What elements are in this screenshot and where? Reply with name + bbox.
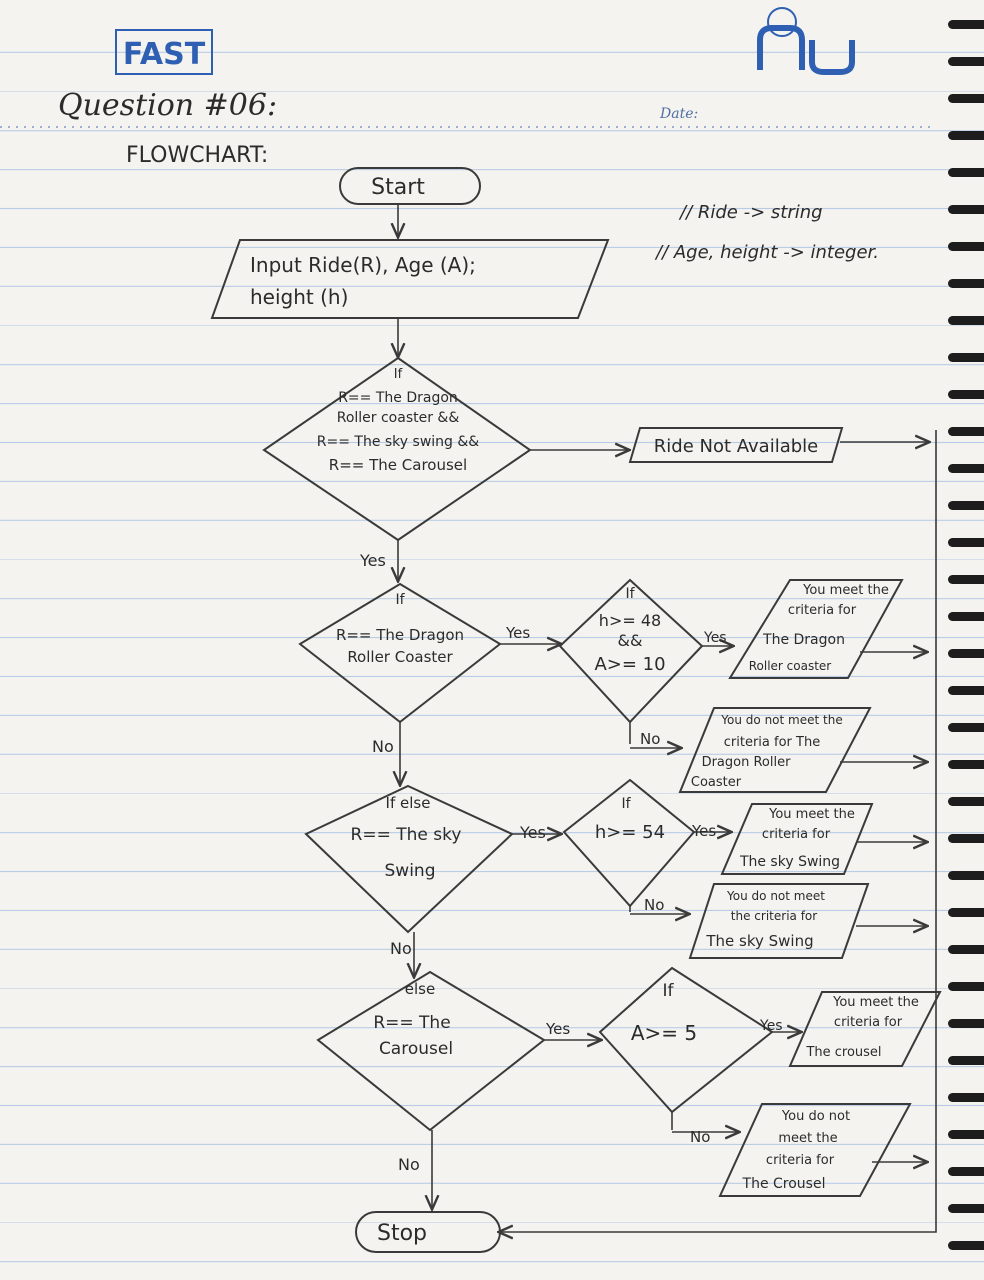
label-yes-dragon: Yes <box>505 624 530 642</box>
svg-text:If else: If else <box>386 794 431 812</box>
return-bus <box>500 430 937 1232</box>
output-carousel-yes: You meet the criteria for The crousel <box>788 991 942 1067</box>
svg-text:You do not meet: You do not meet <box>726 889 825 903</box>
label-yes-dragon-crit: Yes <box>703 630 727 646</box>
svg-text:criteria for: criteria for <box>762 827 831 842</box>
svg-text:You do not: You do not <box>781 1109 850 1124</box>
ride-not-available-output: Ride Not Available <box>628 427 844 463</box>
svg-text:You meet the: You meet the <box>768 807 855 822</box>
svg-text:the criteria for: the criteria for <box>731 909 817 923</box>
svg-text:R== The Dragon: R== The Dragon <box>336 626 464 644</box>
svg-text:R== The sky: R== The sky <box>351 825 462 845</box>
label-no-dragon-crit: No <box>640 730 660 748</box>
svg-text:&&: && <box>618 631 643 650</box>
question-title: Question #06: <box>58 88 277 123</box>
university-logo <box>757 7 855 75</box>
svg-text:meet the: meet the <box>778 1131 837 1146</box>
date-label: Date: <box>659 106 698 122</box>
svg-text:You meet the: You meet the <box>832 995 919 1010</box>
svg-text:Roller coaster: Roller coaster <box>749 659 832 673</box>
decision-dragon: If R== The Dragon Roller Coaster <box>298 582 502 724</box>
label-yes-carousel: Yes <box>545 1020 570 1038</box>
decision-dragon-criteria: If h>= 48 && A>= 10 <box>558 578 704 724</box>
svg-text:h>= 48: h>= 48 <box>599 611 661 630</box>
svg-text:The Dragon: The Dragon <box>762 632 845 648</box>
label-no-sky: No <box>390 939 412 958</box>
input-parallelogram: Input Ride(R), Age (A); height (h) <box>210 239 610 319</box>
input-line-2: height (h) <box>250 285 348 309</box>
svg-text:Carousel: Carousel <box>379 1039 453 1059</box>
svg-text:A>= 5: A>= 5 <box>631 1021 697 1045</box>
svg-text:If: If <box>394 367 403 382</box>
svg-text:The sky Swing: The sky Swing <box>705 932 813 950</box>
decision-carousel: else R== The Carousel <box>316 970 546 1132</box>
svg-text:The Crousel: The Crousel <box>742 1176 826 1192</box>
svg-text:R== The: R== The <box>373 1013 450 1033</box>
svg-text:If: If <box>663 981 675 1001</box>
output-sky-no: You do not meet the criteria for The sky… <box>688 883 870 959</box>
logo-text: FAST <box>123 37 206 72</box>
note-line-2: // Age, height -> integer. <box>654 242 879 263</box>
svg-text:Ride Not Available: Ride Not Available <box>654 436 818 457</box>
svg-text:Swing: Swing <box>385 861 436 881</box>
svg-text:else: else <box>405 980 435 998</box>
svg-text:criteria for The: criteria for The <box>724 735 820 750</box>
fast-logo: FAST <box>115 29 213 75</box>
label-yes-sky-crit: Yes <box>691 822 716 840</box>
start-terminal: Start <box>339 167 481 205</box>
svg-text:h>= 54: h>= 54 <box>595 822 665 843</box>
svg-text:Roller Coaster: Roller Coaster <box>347 648 453 666</box>
output-dragon-yes: You meet the criteria for The Dragon Rol… <box>728 579 904 679</box>
label-no-sky-crit: No <box>644 896 664 914</box>
svg-text:A>= 10: A>= 10 <box>594 654 665 675</box>
svg-text:If: If <box>625 586 635 602</box>
svg-text:criteria for: criteria for <box>788 603 857 618</box>
svg-text:criteria for: criteria for <box>834 1015 903 1030</box>
svg-text:criteria for: criteria for <box>766 1153 835 1168</box>
svg-text:R== The Dragon: R== The Dragon <box>338 390 458 406</box>
decision-main: If R== The Dragon Roller coaster && R== … <box>262 356 532 542</box>
svg-text:Coaster: Coaster <box>691 775 742 790</box>
input-line-1: Input Ride(R), Age (A); <box>250 253 476 277</box>
output-sky-yes: You meet the criteria for The sky Swing <box>720 803 874 875</box>
svg-text:If: If <box>621 796 631 812</box>
label-no-carousel-crit: No <box>690 1128 710 1146</box>
svg-text:Roller coaster &&: Roller coaster && <box>337 410 460 426</box>
label-yes-carousel-crit: Yes <box>759 1018 783 1034</box>
stop-terminal: Stop <box>355 1211 501 1253</box>
output-carousel-no: You do not meet the criteria for The Cro… <box>718 1103 912 1197</box>
svg-text:Start: Start <box>371 175 425 200</box>
svg-text:R== The sky swing &&: R== The sky swing && <box>317 434 480 450</box>
decision-sky: If else R== The sky Swing <box>304 784 514 934</box>
svg-text:Dragon Roller: Dragon Roller <box>702 755 792 770</box>
svg-text:Stop: Stop <box>377 1221 427 1246</box>
page-subtitle: FLOWCHART: <box>126 143 268 168</box>
svg-text:The crousel: The crousel <box>805 1045 881 1060</box>
label-yes-sky: Yes <box>519 823 546 842</box>
output-dragon-no: You do not meet the criteria for The Dra… <box>678 707 872 793</box>
note-line-1: // Ride -> string <box>678 202 823 223</box>
decision-carousel-criteria: If A>= 5 <box>598 966 774 1114</box>
decision-sky-criteria: If h>= 54 <box>562 778 696 908</box>
label-yes-main: Yes <box>359 551 386 570</box>
svg-text:If: If <box>395 592 405 608</box>
spiral-binding <box>944 0 984 1280</box>
label-no-carousel: No <box>398 1155 420 1174</box>
svg-text:You meet the: You meet the <box>802 583 889 598</box>
svg-text:The sky Swing: The sky Swing <box>739 854 840 870</box>
svg-text:R== The Carousel: R== The Carousel <box>329 456 467 474</box>
label-no-dragon: No <box>372 737 394 756</box>
svg-text:You do not meet the: You do not meet the <box>720 713 842 727</box>
